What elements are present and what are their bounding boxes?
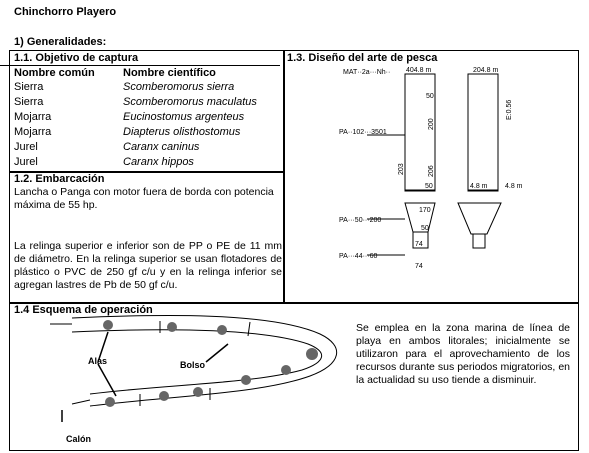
mesh-48a-label: 4.8 m bbox=[470, 183, 488, 190]
pa2-label: PA···50···200 bbox=[339, 217, 381, 224]
operation-box bbox=[9, 302, 579, 451]
table-header: Nombre común Nombre científico bbox=[0, 65, 280, 81]
common-name: Sierra bbox=[14, 81, 44, 93]
e-label: E:0.56 bbox=[506, 100, 513, 120]
boat-text: Lancha o Panga con motor fuera de borda … bbox=[14, 186, 274, 211]
col-scientific-header: Nombre científico bbox=[123, 67, 216, 79]
objective-box bbox=[9, 50, 285, 173]
scientific-name: Caranx hippos bbox=[123, 156, 194, 168]
dim-50b-label: 50 bbox=[425, 183, 433, 190]
net-design-diagram: MAT··2a···Nh·· 404.8 m 204.8 m PA··102··… bbox=[339, 67, 523, 270]
label-alas: Alas bbox=[88, 356, 107, 366]
section-general-heading: 1) Generalidades: bbox=[14, 36, 107, 48]
scientific-name: Eucinostomus argenteus bbox=[123, 111, 245, 123]
label-bolso: Bolso bbox=[180, 360, 206, 370]
dim-203-label: 203 bbox=[398, 163, 405, 175]
label-calon: Calón bbox=[66, 434, 91, 444]
boat-box bbox=[9, 171, 285, 304]
dim-74b-label: 74 bbox=[415, 263, 423, 270]
mesh-48b-label: 4.8 m bbox=[505, 183, 523, 190]
scientific-name: Scomberomorus maculatus bbox=[123, 96, 257, 108]
common-name: Sierra bbox=[14, 96, 44, 108]
dim-50c-label: 50 bbox=[421, 225, 429, 232]
operation-heading: 1.4 Esquema de operación bbox=[14, 304, 153, 316]
pa1-label: PA··102···3501 bbox=[339, 129, 387, 136]
top-right-length-label: 204.8 m bbox=[473, 67, 498, 74]
common-name: Mojarra bbox=[14, 111, 52, 123]
operation-text: Se emplea en la zona marina de línea de … bbox=[356, 322, 570, 386]
scientific-name: Scomberomorus sierra bbox=[123, 81, 235, 93]
scientific-name: Diapterus olisthostomus bbox=[123, 126, 241, 138]
dim-170-label: 170 bbox=[419, 207, 431, 214]
pa3-label: PA···44···60 bbox=[339, 253, 377, 260]
dim-50-label: 50 bbox=[426, 93, 434, 100]
top-left-length-label: 404.8 m bbox=[406, 67, 431, 74]
dim-74a-label: 74 bbox=[415, 241, 423, 248]
boat-heading: 1.2. Embarcación bbox=[14, 173, 105, 185]
scientific-name: Caranx caninus bbox=[123, 141, 200, 153]
dim-200-label: 200 bbox=[428, 118, 435, 130]
operation-diagram: Alas Bolso Calón bbox=[50, 315, 338, 444]
common-name: Mojarra bbox=[14, 126, 52, 138]
objective-heading: 1.1. Objetivo de captura bbox=[14, 52, 139, 64]
col-common-header: Nombre común bbox=[14, 67, 95, 79]
mat-label: MAT··2a···Nh·· bbox=[343, 69, 390, 76]
common-name: Jurel bbox=[14, 141, 38, 153]
design-heading: 1.3. Diseño del arte de pesca bbox=[287, 52, 438, 64]
design-box bbox=[283, 50, 579, 304]
common-name: Jurel bbox=[14, 156, 38, 168]
document-title: Chinchorro Playero bbox=[14, 6, 117, 18]
relinga-text: La relinga superior e inferior son de PP… bbox=[14, 240, 282, 291]
dim-206-label: 206 bbox=[428, 165, 435, 177]
